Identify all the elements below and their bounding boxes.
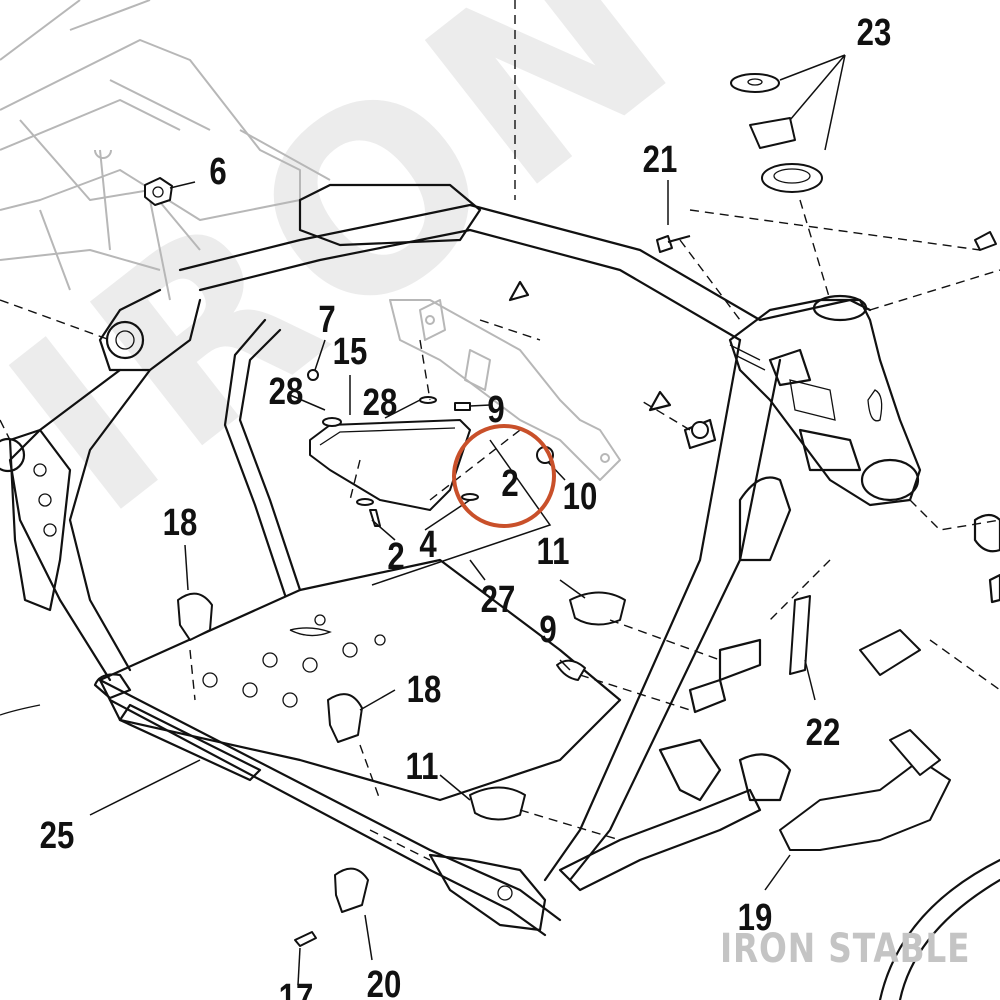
callout-22: 22 <box>805 712 841 754</box>
callout-17: 17 <box>278 977 314 1000</box>
callout-9-lower: 9 <box>539 609 557 651</box>
callout-7: 7 <box>318 299 336 341</box>
callout-19: 19 <box>737 897 773 939</box>
rear-frame-ghost <box>0 0 331 301</box>
highlight-circle <box>452 424 556 528</box>
callout-11-lower: 11 <box>405 746 439 788</box>
callout-15: 15 <box>332 331 368 373</box>
callout-6: 6 <box>209 151 227 193</box>
callout-18-center: 18 <box>406 669 442 711</box>
main-frame <box>0 183 922 937</box>
callout-20: 20 <box>366 964 402 1000</box>
callout-4: 4 <box>419 524 437 566</box>
loose-parts <box>0 73 1000 1000</box>
callout-21: 21 <box>642 139 678 181</box>
callout-18-left: 18 <box>162 502 198 544</box>
callout-27: 27 <box>480 579 516 621</box>
brand-logo-text: IRON STABLE <box>719 926 970 972</box>
inner-bracket-ghost <box>389 299 621 481</box>
callout-2-highlighted: 2 <box>501 463 519 505</box>
callout-28-right: 28 <box>362 382 398 424</box>
callout-9-upper: 9 <box>487 389 505 431</box>
callout-28-left: 28 <box>268 371 304 413</box>
callout-11-upper: 11 <box>536 531 570 573</box>
callout-10: 10 <box>562 476 598 518</box>
alignment-lines <box>0 0 1000 861</box>
leader-lines <box>89 54 846 986</box>
callout-23: 23 <box>856 12 892 54</box>
callout-2-lower: 2 <box>387 536 405 578</box>
callout-25: 25 <box>39 815 75 857</box>
